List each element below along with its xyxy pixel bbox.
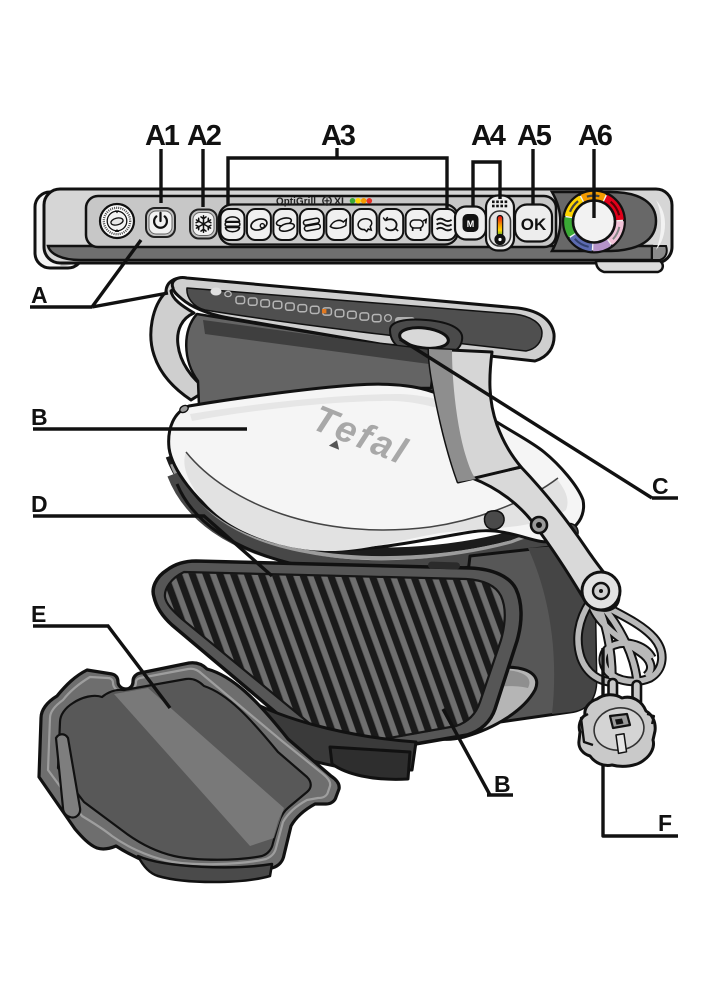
svg-text:D: D xyxy=(31,491,48,517)
svg-text:A: A xyxy=(31,282,48,308)
svg-text:A6: A6 xyxy=(578,120,613,152)
svg-text:B: B xyxy=(31,404,48,430)
svg-text:M: M xyxy=(467,219,475,229)
svg-text:OK: OK xyxy=(521,215,547,234)
svg-text:B: B xyxy=(494,771,511,797)
svg-text:A2: A2 xyxy=(187,120,221,152)
svg-text:A1: A1 xyxy=(145,120,180,152)
svg-text:XL: XL xyxy=(334,196,348,208)
svg-text:A5: A5 xyxy=(517,120,552,152)
svg-text:C: C xyxy=(652,473,669,499)
svg-text:A3: A3 xyxy=(321,120,356,152)
svg-text:A4: A4 xyxy=(471,120,506,152)
svg-text:OptiGrill: OptiGrill xyxy=(276,197,316,208)
svg-text:E: E xyxy=(31,601,46,627)
svg-text:F: F xyxy=(658,810,672,836)
